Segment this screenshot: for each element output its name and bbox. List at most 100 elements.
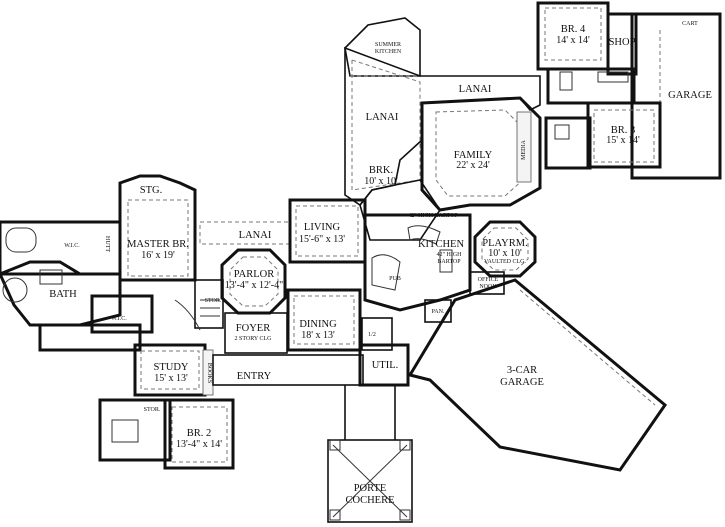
porte-label-1: PORTE (354, 483, 387, 494)
br3-dim: 15' x 14' (606, 135, 640, 146)
bath-vanity (39, 269, 63, 285)
br2-walls (163, 398, 235, 470)
dining-ceiling (293, 295, 355, 345)
stor-low-label: STOR. (144, 407, 161, 413)
br3-ceiling (593, 109, 655, 163)
wic-top-walls (0, 220, 122, 276)
study-ceiling (140, 350, 200, 390)
books-label: BOOKS (206, 363, 212, 383)
study-dim: 15' x 13' (154, 373, 188, 384)
garage-label: GARAGE (668, 90, 712, 101)
shower-round (2, 277, 28, 303)
master-dim: 16' x 19' (141, 250, 175, 261)
vanity-fixture (597, 71, 629, 83)
garage3-label-2: GARAGE (500, 377, 544, 388)
study-name: STUDY (153, 362, 188, 373)
shop-walls (606, 12, 638, 76)
family-ceiling (435, 109, 526, 197)
br4-name: BR. 4 (561, 24, 586, 35)
parlor-ceiling (229, 256, 279, 307)
bartop1-label: 42" HIGH BARTOP (408, 213, 458, 219)
porte-walls (327, 439, 413, 523)
foyer-dim: 2 STORY CLG (234, 336, 272, 342)
playrm-note: VAULTED CLG. (484, 259, 527, 265)
br3-walls (586, 101, 662, 169)
kitchen-label: KITCHEN (418, 239, 464, 250)
stor-low-walls (98, 398, 172, 462)
stair-walls (194, 279, 224, 329)
dining-name: DINING (299, 319, 337, 330)
util-label: UTIL. (372, 360, 399, 371)
office-nook-label-2: NOOK (479, 284, 497, 290)
wic-bottom-label: W.I.C. (111, 316, 127, 322)
garage3-line (519, 289, 656, 406)
living-ceiling (295, 205, 359, 257)
br2-dim: 13'-4" x 14' (176, 439, 222, 450)
half-bath-walls (361, 317, 393, 351)
office-nook-label-1: OFFICE (478, 277, 499, 283)
dining-dim: 18' x 13' (301, 330, 335, 341)
garage3-label-1: 3-CAR (507, 365, 537, 376)
hutt-label: HUTT (104, 236, 110, 252)
pub-counter (371, 254, 401, 291)
master-ceiling (127, 199, 189, 277)
closet-walls (38, 323, 142, 352)
summer-kitchen-label-2: KITCHEN (375, 49, 402, 55)
garage3-walls (407, 278, 668, 472)
br4-dim: 14' x 14' (556, 35, 590, 46)
br4-ceiling (544, 7, 602, 61)
media-cabinet (516, 111, 532, 183)
porte-label-2: COCHERE (345, 495, 394, 506)
pan-walls (424, 299, 452, 323)
garage-walls (630, 12, 722, 180)
stg-label: STG. (140, 185, 162, 196)
dining-walls (286, 288, 362, 352)
tub-fixture (5, 227, 37, 253)
br2-bath-fixture (111, 419, 139, 443)
brk-outline (359, 179, 441, 241)
brk-dim: 10' x 10' (364, 176, 398, 187)
half-bath-label: 1/2 (368, 332, 376, 338)
stor-mid-label: STOR. (205, 298, 222, 304)
bartop-island-2 (439, 249, 453, 273)
cart-label: CART (682, 21, 698, 27)
shower-fixture (559, 71, 573, 91)
lanai-top-label: LANAI (459, 84, 492, 95)
living-name: LIVING (304, 222, 341, 233)
porte-column (329, 439, 341, 451)
master-name: MASTER BR. (127, 239, 189, 250)
summer-kitchen-label-1: SUMMER (375, 42, 401, 48)
pub-label: PUB (389, 276, 401, 282)
bartop2-label-1: 42" HIGH (437, 252, 463, 258)
br3-bath-walls (544, 116, 592, 170)
shop-label: SHOP (609, 37, 636, 48)
family-dim: 22' x 24' (456, 160, 490, 171)
wic-top-label: W.I.C. (64, 243, 80, 249)
bath-label: BATH (49, 289, 77, 300)
br3-tub-fixture (554, 124, 570, 140)
family-name: FAMILY (454, 150, 493, 161)
family-walls (420, 96, 542, 212)
playrm-dim: 10' x 10' (488, 248, 522, 259)
playrm-walls (473, 220, 537, 278)
foyer-name: FOYER (236, 323, 270, 334)
entry-label: ENTRY (237, 371, 272, 382)
pan-label: PAN. (432, 309, 445, 315)
entry-walls (212, 354, 364, 386)
lanai-main-label: LANAI (366, 112, 399, 123)
brk-name: BRK. (369, 165, 393, 176)
bartop2-label-2: BARTOP (437, 259, 461, 265)
wic-bottom-walls (90, 294, 154, 334)
stair-curve (174, 299, 201, 331)
br3-name: BR. 3 (611, 125, 636, 136)
porte-column (399, 509, 411, 521)
br2-name: BR. 2 (187, 428, 212, 439)
parlor-dim: 13'-4" x 12'-4" (225, 280, 283, 291)
media-label: MEDIA (521, 140, 527, 160)
porte-column (329, 509, 341, 521)
porte-column (399, 439, 411, 451)
lanai-left-label: LANAI (239, 230, 272, 241)
living-dim: 15'-6" x 13' (299, 234, 345, 245)
playrm-name: PLAYRM. (482, 238, 527, 249)
